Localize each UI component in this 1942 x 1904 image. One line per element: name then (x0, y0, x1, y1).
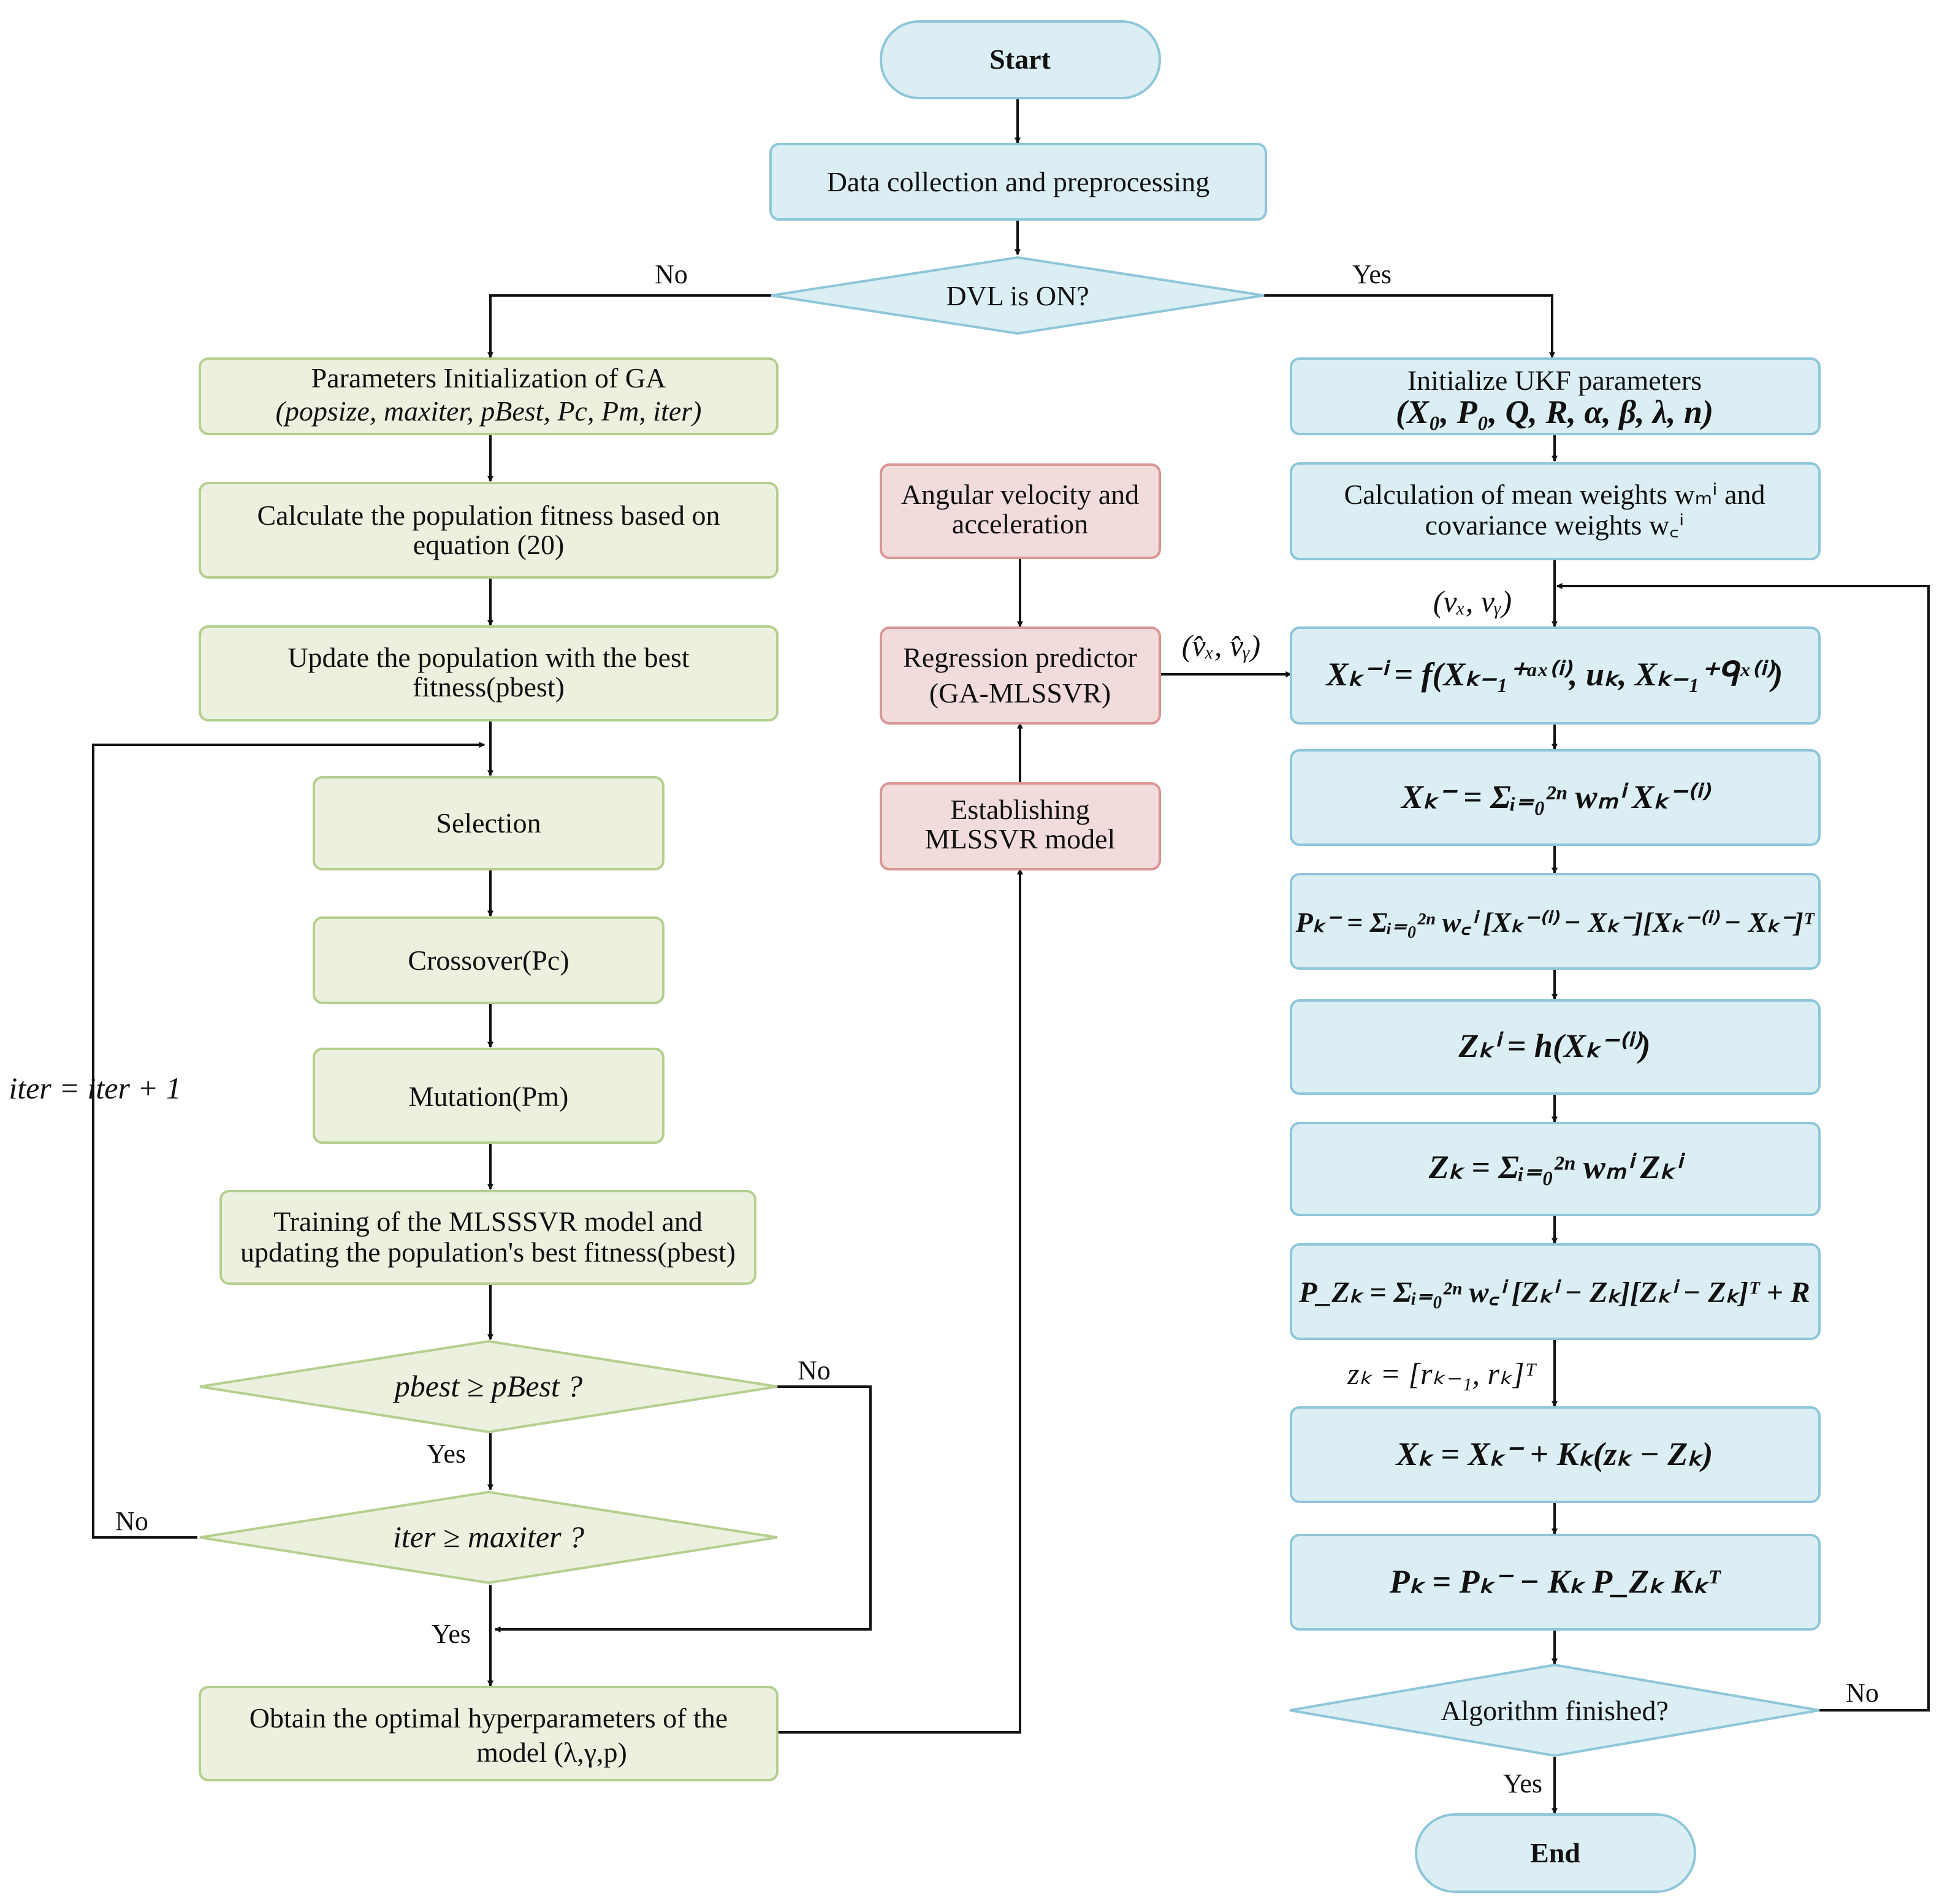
eq-meas-mean: Zₖ = Σᵢ₌₀²ⁿ wₘⁱ Zₖⁱ (1428, 1149, 1686, 1186)
label-iter-no: No (115, 1506, 148, 1536)
update-pop-line2: fitness(pbest) (413, 671, 565, 703)
node-optimal: Obtain the optimal hyperparameters of th… (199, 1686, 779, 1781)
iter-check-label: iter ≥ maxiter ? (393, 1520, 584, 1554)
node-establishing: Establishing MLSSVR model (880, 782, 1161, 870)
connectors (92, 98, 1930, 1815)
regression-line1: Regression predictor (903, 642, 1137, 673)
start-label: Start (989, 44, 1051, 75)
angular-line1: Angular velocity and (901, 479, 1139, 510)
node-eq-meas-cov: P_Zₖ = Σᵢ₌₀²ⁿ w꜀ⁱ [Zₖⁱ − Zₖ][Zₖⁱ − Zₖ]ᵀ … (1290, 1243, 1821, 1340)
ukf-init-line1: Initialize UKF parameters (1407, 365, 1702, 396)
fitness-line2: equation (20) (413, 529, 565, 560)
eq-sigma-pred: Xₖ⁻ⁱ = f(Xₖ₋₁⁺ᵃˣ⁽ⁱ⁾, uₖ, Xₖ₋₁⁺ᑫˣ⁽ⁱ⁾) (1325, 656, 1783, 693)
establishing-line1: Establishing (950, 794, 1089, 825)
node-mutation: Mutation(Pm) (313, 1048, 664, 1144)
node-end: End (1415, 1813, 1696, 1893)
crossover-label: Crossover(Pc) (408, 945, 569, 976)
eq-state-mean: Xₖ⁻ = Σᵢ₌₀²ⁿ wₘⁱ Xₖ⁻⁽ⁱ⁾ (1400, 779, 1712, 815)
fitness-line1: Calculate the population fitness based o… (257, 500, 720, 531)
arrow-iter-no-loop (92, 742, 486, 1539)
update-pop-line1: Update the population with the best (287, 642, 690, 673)
training-line2: updating the population's best fitness(p… (240, 1236, 736, 1268)
label-dvl-yes: Yes (1352, 259, 1392, 289)
mutation-label: Mutation(Pm) (409, 1081, 569, 1112)
eq-state-cov: Pₖ⁻ = Σᵢ₌₀²ⁿ w꜀ⁱ [Xₖ⁻⁽ⁱ⁾ − Xₖ⁻][Xₖ⁻⁽ⁱ⁾ −… (1295, 907, 1815, 938)
node-ga-init: Parameters Initialization of GA (popsize… (199, 357, 779, 435)
label-iter-increment: iter = iter + 1 (9, 1071, 181, 1105)
node-eq-meas-sigma: Zₖⁱ = h(Xₖ⁻⁽ⁱ⁾) (1290, 999, 1821, 1095)
node-eq-update: Xₖ = Xₖ⁻ + Kₖ(zₖ − Zₖ) (1290, 1406, 1821, 1503)
node-algo-finished: Algorithm finished? (1289, 1663, 1820, 1757)
node-eq-state-mean: Xₖ⁻ = Σᵢ₌₀²ⁿ wₘⁱ Xₖ⁻⁽ⁱ⁾ (1290, 749, 1821, 846)
node-pbest-check: pbest ≥ pBest ? (199, 1339, 778, 1434)
node-eq-sigma-pred: Xₖ⁻ⁱ = f(Xₖ₋₁⁺ᵃˣ⁽ⁱ⁾, uₖ, Xₖ₋₁⁺ᑫˣ⁽ⁱ⁾) (1290, 626, 1821, 725)
node-iter-check: iter ≥ maxiter ? (199, 1490, 778, 1585)
node-selection: Selection (313, 776, 664, 870)
node-weights: Calculation of mean weights wₘⁱ and cova… (1290, 462, 1821, 560)
label-v-pred: (v̂ₓ, v̂ᵧ) (1182, 628, 1260, 663)
node-eq-cov-update: Pₖ = Pₖ⁻ − Kₖ P_Zₖ Kₖᵀ (1290, 1534, 1821, 1631)
node-update-pop: Update the population with the best fitn… (199, 625, 779, 722)
arrow-optimal-establishing (777, 868, 1023, 1734)
node-angular: Angular velocity and acceleration (880, 463, 1161, 559)
regression-line2: (GA-MLSSVR) (929, 677, 1111, 709)
label-iter-yes: Yes (432, 1619, 471, 1649)
label-algo-yes: Yes (1503, 1769, 1542, 1799)
edge-labels: No Yes No Yes No Yes iter = iter + 1 No … (9, 259, 1879, 1799)
eq-meas-cov: P_Zₖ = Σᵢ₌₀²ⁿ w꜀ⁱ [Zₖⁱ − Zₖ][Zₖⁱ − Zₖ]ᵀ … (1298, 1276, 1810, 1309)
weights-line2: covariance weights w꜀ⁱ (1425, 509, 1685, 541)
node-training: Training of the MLSSSVR model and updati… (219, 1190, 756, 1285)
label-z-meas: zₖ = [rₖ₋₁, rₖ]ᵀ (1347, 1357, 1537, 1391)
algo-finished-label: Algorithm finished? (1441, 1695, 1669, 1726)
data-collection-label: Data collection and preprocessing (827, 166, 1210, 197)
ga-init-line2: (popsize, maxiter, pBest, Pc, Pm, iter) (276, 395, 702, 427)
eq-meas-sigma: Zₖⁱ = h(Xₖ⁻⁽ⁱ⁾) (1458, 1027, 1650, 1064)
optimal-line2: model (λ,γ,p) (476, 1737, 627, 1768)
eq-update: Xₖ = Xₖ⁻ + Kₖ(zₖ − Zₖ) (1395, 1436, 1713, 1472)
angular-line2: acceleration (952, 508, 1088, 539)
label-pbest-no: No (798, 1355, 831, 1385)
node-eq-meas-mean: Zₖ = Σᵢ₌₀²ⁿ wₘⁱ Zₖⁱ (1290, 1122, 1821, 1216)
label-dvl-no: No (655, 259, 688, 289)
node-eq-state-cov: Pₖ⁻ = Σᵢ₌₀²ⁿ w꜀ⁱ [Xₖ⁻⁽ⁱ⁾ − Xₖ⁻][Xₖ⁻⁽ⁱ⁾ −… (1290, 873, 1821, 970)
arrow-dvl-no (487, 294, 771, 359)
arrow-pbest-no (494, 1385, 872, 1632)
ga-init-line1: Parameters Initialization of GA (311, 362, 666, 394)
node-ukf-init: Initialize UKF parameters (X₀, P₀, Q, R,… (1290, 357, 1821, 435)
node-start: Start (880, 20, 1161, 99)
weights-line1: Calculation of mean weights wₘⁱ and (1344, 479, 1765, 510)
arrow-dvl-yes (1264, 294, 1555, 359)
node-regression: Regression predictor (GA-MLSSVR) (880, 626, 1161, 725)
label-pbest-yes: Yes (427, 1439, 466, 1469)
arrow-algo-no-loop (1556, 583, 1930, 1712)
pbest-check-label: pbest ≥ pBest ? (393, 1369, 583, 1403)
node-dvl-on: DVL is ON? (771, 256, 1265, 335)
end-label: End (1530, 1837, 1580, 1868)
label-v-meas: (vₓ, vᵧ) (1433, 584, 1512, 619)
optimal-line1: Obtain the optimal hyperparameters of th… (249, 1702, 728, 1734)
node-data-collection: Data collection and preprocessing (769, 143, 1267, 221)
selection-label: Selection (436, 807, 541, 839)
node-fitness: Calculate the population fitness based o… (199, 482, 779, 579)
label-algo-no: No (1846, 1678, 1879, 1708)
dvl-on-label: DVL is ON? (946, 280, 1089, 311)
node-crossover: Crossover(Pc) (313, 916, 664, 1004)
eq-cov-update: Pₖ = Pₖ⁻ − Kₖ P_Zₖ Kₖᵀ (1389, 1563, 1722, 1600)
training-line1: Training of the MLSSSVR model and (273, 1206, 703, 1237)
establishing-line2: MLSSVR model (925, 823, 1116, 855)
ukf-init-line2: (X₀, P₀, Q, R, α, β, λ, n) (1396, 394, 1713, 430)
